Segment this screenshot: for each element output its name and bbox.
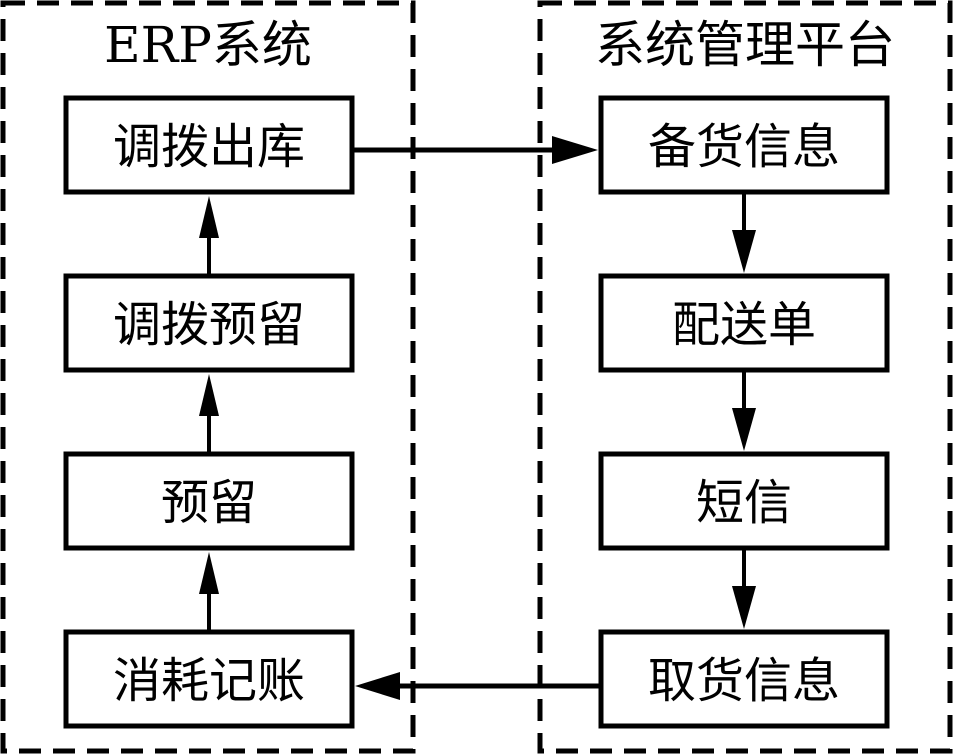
arrowhead-left-icon xyxy=(355,672,400,700)
node-transfer-reservation: 调拨预留 xyxy=(63,273,355,373)
arrowhead-down-icon xyxy=(732,586,756,629)
management-platform-title: 系统管理平台 xyxy=(595,16,895,74)
node-consumption-posting: 消耗记账 xyxy=(63,629,355,729)
arrowhead-up-icon xyxy=(199,552,219,594)
node-label: 配送单 xyxy=(672,297,816,353)
arrowhead-up-icon xyxy=(199,196,219,238)
arrowhead-up-icon xyxy=(199,374,219,416)
arrow-reservation-to-transfer-reservation xyxy=(199,374,219,454)
node-reservation: 预留 xyxy=(63,451,355,551)
node-stocking-info: 备货信息 xyxy=(598,95,890,195)
erp-system-title: ERP系统 xyxy=(104,16,312,74)
node-label: 短信 xyxy=(696,475,792,531)
arrow-stocking-info-to-delivery-note xyxy=(732,192,756,273)
arrowhead-down-icon xyxy=(732,408,756,451)
node-label: 调拨出库 xyxy=(113,119,305,175)
arrow-consumption-to-reservation xyxy=(199,552,219,632)
arrow-transfer-reservation-to-outbound xyxy=(199,196,219,276)
arrowhead-down-icon xyxy=(732,230,756,273)
arrow-pickup-info-to-consumption xyxy=(355,672,601,700)
node-label: 取货信息 xyxy=(648,653,840,709)
node-sms: 短信 xyxy=(598,451,890,551)
erp-system-container xyxy=(0,0,416,754)
node-label: 预留 xyxy=(161,475,257,531)
node-pickup-info: 取货信息 xyxy=(598,629,890,729)
arrowhead-right-icon xyxy=(552,136,598,164)
node-label: 备货信息 xyxy=(648,119,840,175)
node-delivery-note: 配送单 xyxy=(598,273,890,373)
node-label: 消耗记账 xyxy=(113,653,305,709)
node-label: 调拨预留 xyxy=(113,297,305,353)
arrow-delivery-note-to-sms xyxy=(732,370,756,451)
arrow-sms-to-pickup-info xyxy=(732,548,756,629)
management-platform-container xyxy=(537,0,953,754)
arrow-outbound-to-stocking-info xyxy=(352,136,598,164)
node-transfer-outbound: 调拨出库 xyxy=(63,95,355,195)
